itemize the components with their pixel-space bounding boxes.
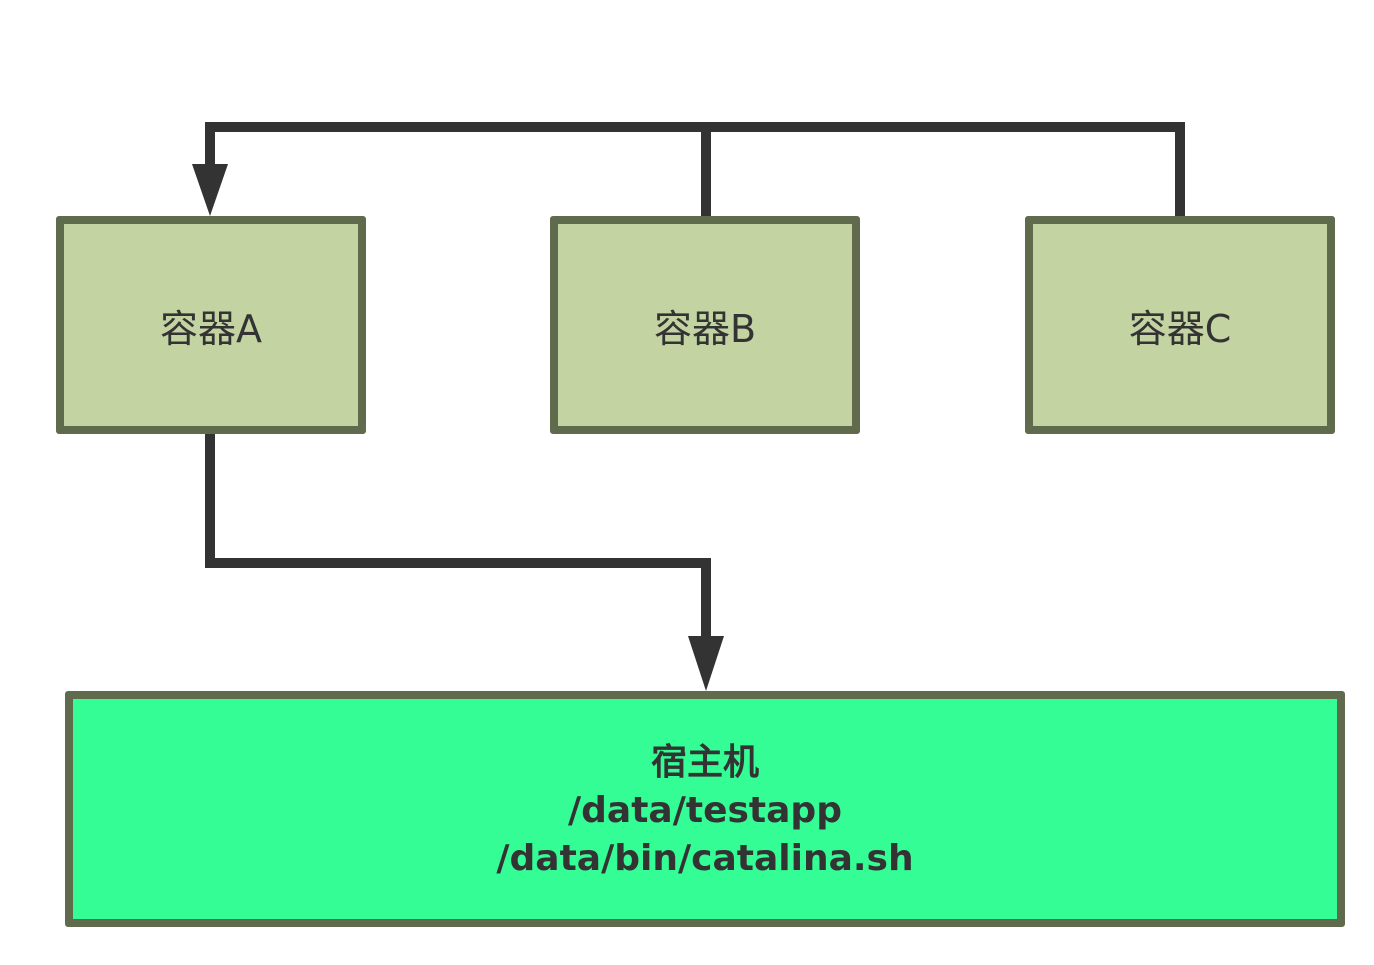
connector-a-to-host (205, 434, 711, 640)
connector-c-to-a (205, 122, 1185, 216)
arrowhead-into-host (688, 636, 724, 691)
container-c-label: 容器C (1128, 306, 1232, 351)
container-c-box: 容器C (1025, 216, 1335, 434)
host-title: 宿主机 (650, 742, 759, 783)
container-b-label: 容器B (653, 306, 757, 351)
container-a-box: 容器A (56, 216, 366, 434)
arrowhead-into-a (192, 164, 228, 216)
host-box: 宿主机 /data/testapp /data/bin/catalina.sh (65, 691, 1345, 927)
container-b-box: 容器B (550, 216, 860, 434)
container-a-label: 容器A (160, 306, 262, 351)
host-path-testapp: /data/testapp (568, 790, 842, 831)
host-path-catalina: /data/bin/catalina.sh (496, 838, 914, 879)
